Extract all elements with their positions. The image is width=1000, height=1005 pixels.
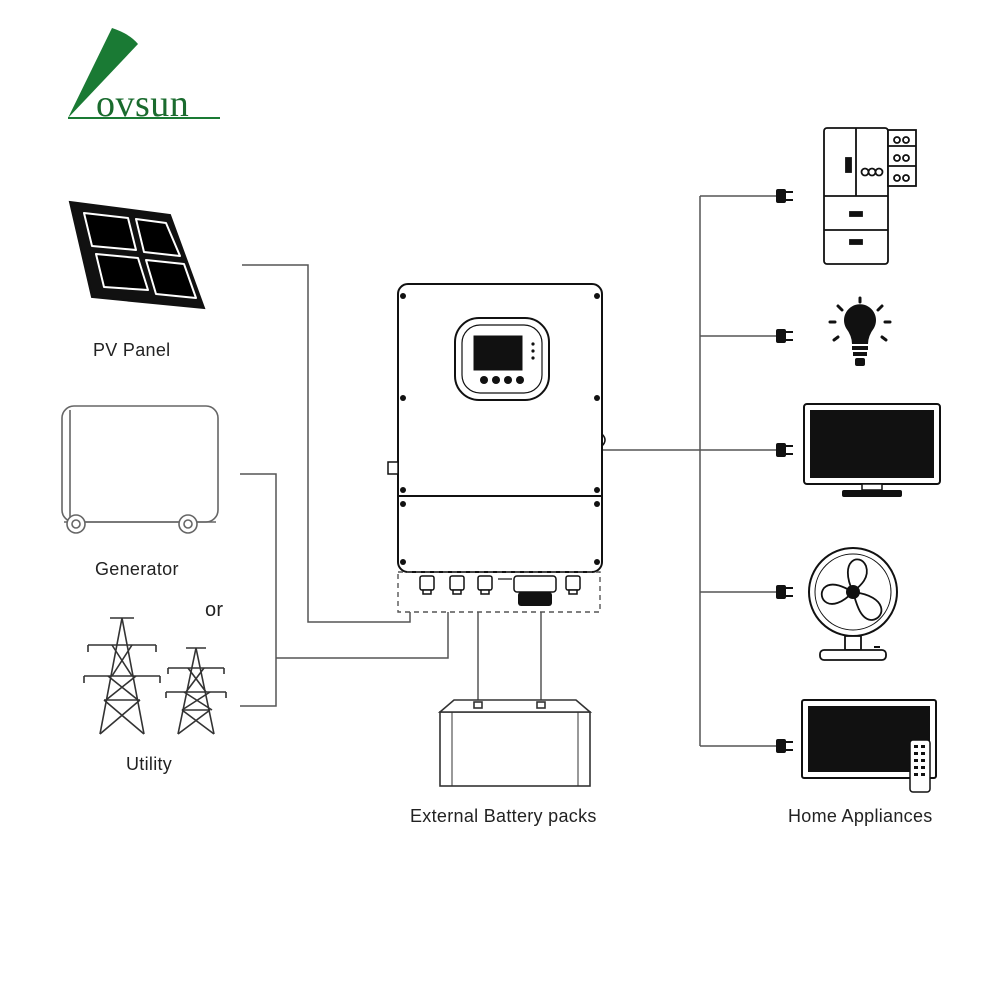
home-appliances-label: Home Appliances [788, 806, 933, 826]
utility-label: Utility [126, 754, 173, 774]
grid-line [276, 612, 449, 659]
logo [68, 28, 220, 119]
pv-panel-label: PV Panel [93, 340, 171, 360]
plug-icon [776, 585, 793, 599]
plugs [776, 189, 793, 753]
tv-remote-icon [801, 699, 937, 793]
plug-icon [776, 189, 793, 203]
plug-icon [776, 443, 793, 457]
plug-icon [776, 329, 793, 343]
battery-label: External Battery packs [410, 806, 597, 826]
utility-tower-icon [83, 617, 227, 735]
battery-icon [437, 699, 593, 787]
generator-label: Generator [95, 559, 179, 579]
pv-line [242, 264, 411, 623]
generator-icon [61, 405, 219, 534]
logo-text: ovsun [96, 83, 190, 125]
grid-gen-bracket-line [240, 473, 277, 707]
fan-icon [808, 547, 898, 661]
or-label: or [205, 599, 224, 621]
plug-icon [776, 739, 793, 753]
refrigerator-icon [823, 127, 917, 265]
hybrid-inverter-icon [387, 283, 606, 613]
solar-panel-icon [68, 200, 206, 310]
connection-lines [240, 195, 776, 747]
logo-leaf-icon [68, 28, 138, 118]
monitor-icon [803, 403, 941, 497]
inverter-screen [473, 335, 523, 371]
light-bulb-icon [828, 296, 892, 366]
